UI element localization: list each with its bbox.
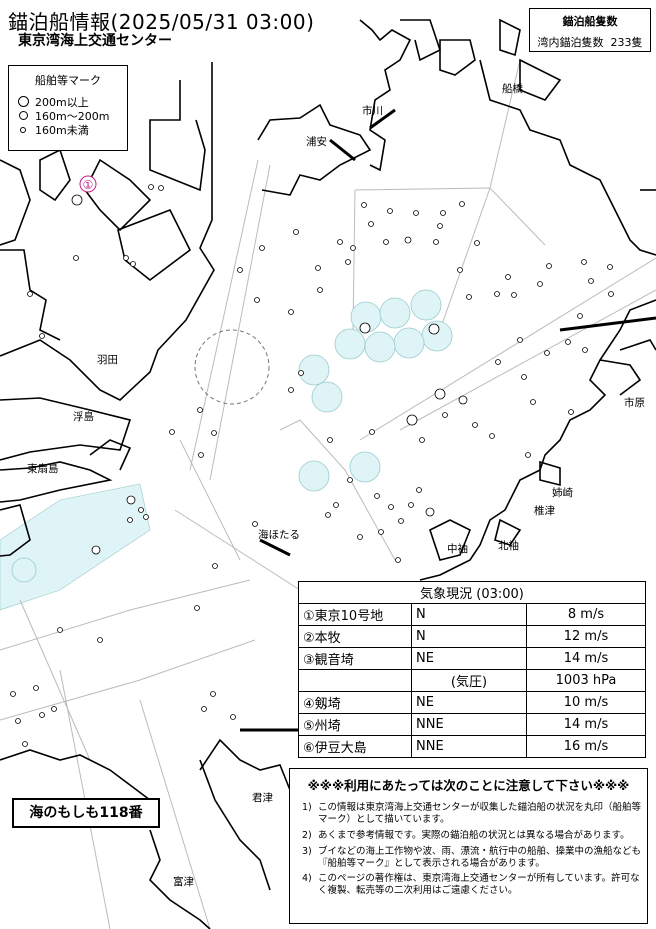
- notice-number: 1): [302, 802, 312, 813]
- weather-station: ⑥伊豆大島: [298, 735, 412, 758]
- jetties: [240, 108, 656, 732]
- notice-text: あくまで参考情報です。実際の錨泊船の状況とは異なる場合があります。: [318, 829, 630, 841]
- anchored-count-heading: 錨泊船隻数: [562, 15, 618, 28]
- notice-text: このページの著作権は、東京湾海上交通センターが所有しています。許可なく複製、転売…: [318, 873, 640, 897]
- anchored-count-row: 湾内錨泊隻数 233隻: [530, 34, 650, 50]
- station-1-label: ①: [83, 178, 94, 192]
- weather-header-row: 気象現況 (03:00): [298, 581, 646, 604]
- legend-label-medium: 160m〜200m: [35, 110, 110, 123]
- weather-direction: NE: [411, 647, 527, 670]
- notice-list: 1) この情報は東京湾海上交通センターが収集した錨泊船の状況を丸印（船舶等マーク）…: [290, 802, 651, 897]
- notice-item: 4) このページの著作権は、東京湾海上交通センターが所有しています。許可なく複製、…: [290, 873, 641, 897]
- medium-vessel-icon: [19, 111, 28, 120]
- notice-number: 4): [302, 873, 312, 885]
- weather-value: 8 m/s: [526, 603, 646, 626]
- hotline-118: 海のもしも118番: [12, 798, 160, 828]
- weather-heading: 気象現況 (03:00): [298, 581, 646, 604]
- place-shiinazu: 椎津: [534, 505, 555, 517]
- weather-station: ⑤州埼: [298, 713, 412, 736]
- station-1-marker: [79, 175, 97, 193]
- place-ukishima: 浮島: [73, 411, 94, 423]
- notice-number: 2): [302, 829, 312, 841]
- place-kitasode: 北袖: [498, 540, 519, 552]
- notice-item: 2) あくまで参考情報です。実際の錨泊船の状況とは異なる場合があります。: [290, 830, 641, 842]
- weather-direction: N: [411, 625, 527, 648]
- weather-value: 14 m/s: [526, 713, 646, 736]
- anchored-count-value: 233隻: [610, 36, 643, 49]
- place-umihotaru: 海ほたる: [258, 529, 300, 541]
- notice-item: 3) ブイなどの海上工作物や波、雨、漂流・航行中の船舶、操業中の漁船なども 『船舶…: [290, 845, 651, 870]
- weather-direction: N: [411, 603, 527, 626]
- place-funabashi: 船橋: [502, 83, 523, 95]
- page-title: 錨泊船情報(2025/05/31 03:00): [8, 10, 315, 34]
- legend-label-large: 200m以上: [35, 96, 89, 109]
- place-urayasu: 浦安: [306, 136, 327, 148]
- weather-station: [298, 669, 412, 692]
- page-subtitle: 東京湾海上交通センター: [18, 33, 172, 49]
- highlight-area: [0, 483, 151, 611]
- weather-direction: (気圧): [411, 669, 527, 692]
- notice-item: 1) この情報は東京湾海上交通センターが収集した錨泊船の状況を丸印（船舶等マーク）…: [290, 802, 641, 826]
- usage-notice: ※※※利用にあたっては次のことに注意して下さい※※※ 1) この情報は東京湾海上交…: [289, 768, 651, 924]
- weather-row: (気圧)1003 hPa: [298, 669, 646, 692]
- small-vessel-icon: [20, 127, 26, 133]
- notice-number: 3): [302, 845, 312, 857]
- legend-item-small: 160m未満: [20, 122, 127, 137]
- weather-value: 16 m/s: [526, 735, 646, 758]
- weather-value: 12 m/s: [526, 625, 646, 648]
- place-kisarazu: 君津: [252, 792, 273, 804]
- weather-direction: NNE: [411, 713, 527, 736]
- large-anchorage-circles: [11, 289, 453, 583]
- notice-text: この情報は東京湾海上交通センターが収集した錨泊船の状況を丸印（船舶等マーク）とし…: [318, 802, 642, 825]
- notice-text: ブイなどの海上工作物や波、雨、漂流・航行中の船舶、操業中の漁船なども 『船舶等マ…: [318, 845, 651, 869]
- weather-station: ②本牧: [298, 625, 412, 648]
- weather-value: 14 m/s: [526, 647, 646, 670]
- large-vessel-icon: [18, 96, 29, 107]
- place-ichikawa: 市川: [362, 105, 383, 117]
- coastline: [0, 18, 656, 929]
- place-futtsu: 富津: [173, 876, 194, 888]
- anchored-count-box: 錨泊船隻数 湾内錨泊隻数 233隻: [529, 8, 651, 52]
- anchored-count-label: 湾内錨泊隻数: [537, 36, 604, 49]
- haneda-dashed-circle: [194, 329, 270, 405]
- weather-value: 1003 hPa: [526, 669, 646, 692]
- place-nakaso: 中袖: [447, 543, 468, 555]
- place-ichihara: 市原: [624, 397, 645, 409]
- weather-station: ①東京10号地: [298, 603, 412, 626]
- weather-direction: NNE: [411, 735, 527, 758]
- legend-heading: 船舶等マーク: [35, 74, 101, 87]
- notice-heading: ※※※利用にあたっては次のことに注意して下さい※※※: [307, 778, 630, 793]
- legend-label-small: 160m未満: [35, 124, 89, 137]
- weather-station: ④剱埼: [298, 691, 412, 714]
- traffic-routes: [0, 59, 656, 929]
- weather-value: 10 m/s: [526, 691, 646, 714]
- place-haneda: 羽田: [97, 354, 118, 366]
- vessel-legend: 船舶等マーク 200m以上 160m〜200m 160m未満: [8, 65, 128, 151]
- place-anesaki: 姉崎: [552, 487, 573, 499]
- place-higashiogishima: 東扇島: [27, 463, 59, 475]
- weather-station: ③観音埼: [298, 647, 412, 670]
- legend-item-large: 200m以上: [18, 94, 127, 109]
- legend-item-medium: 160m〜200m: [19, 108, 127, 123]
- vessel-markers: [10, 184, 614, 747]
- weather-direction: NE: [411, 691, 527, 714]
